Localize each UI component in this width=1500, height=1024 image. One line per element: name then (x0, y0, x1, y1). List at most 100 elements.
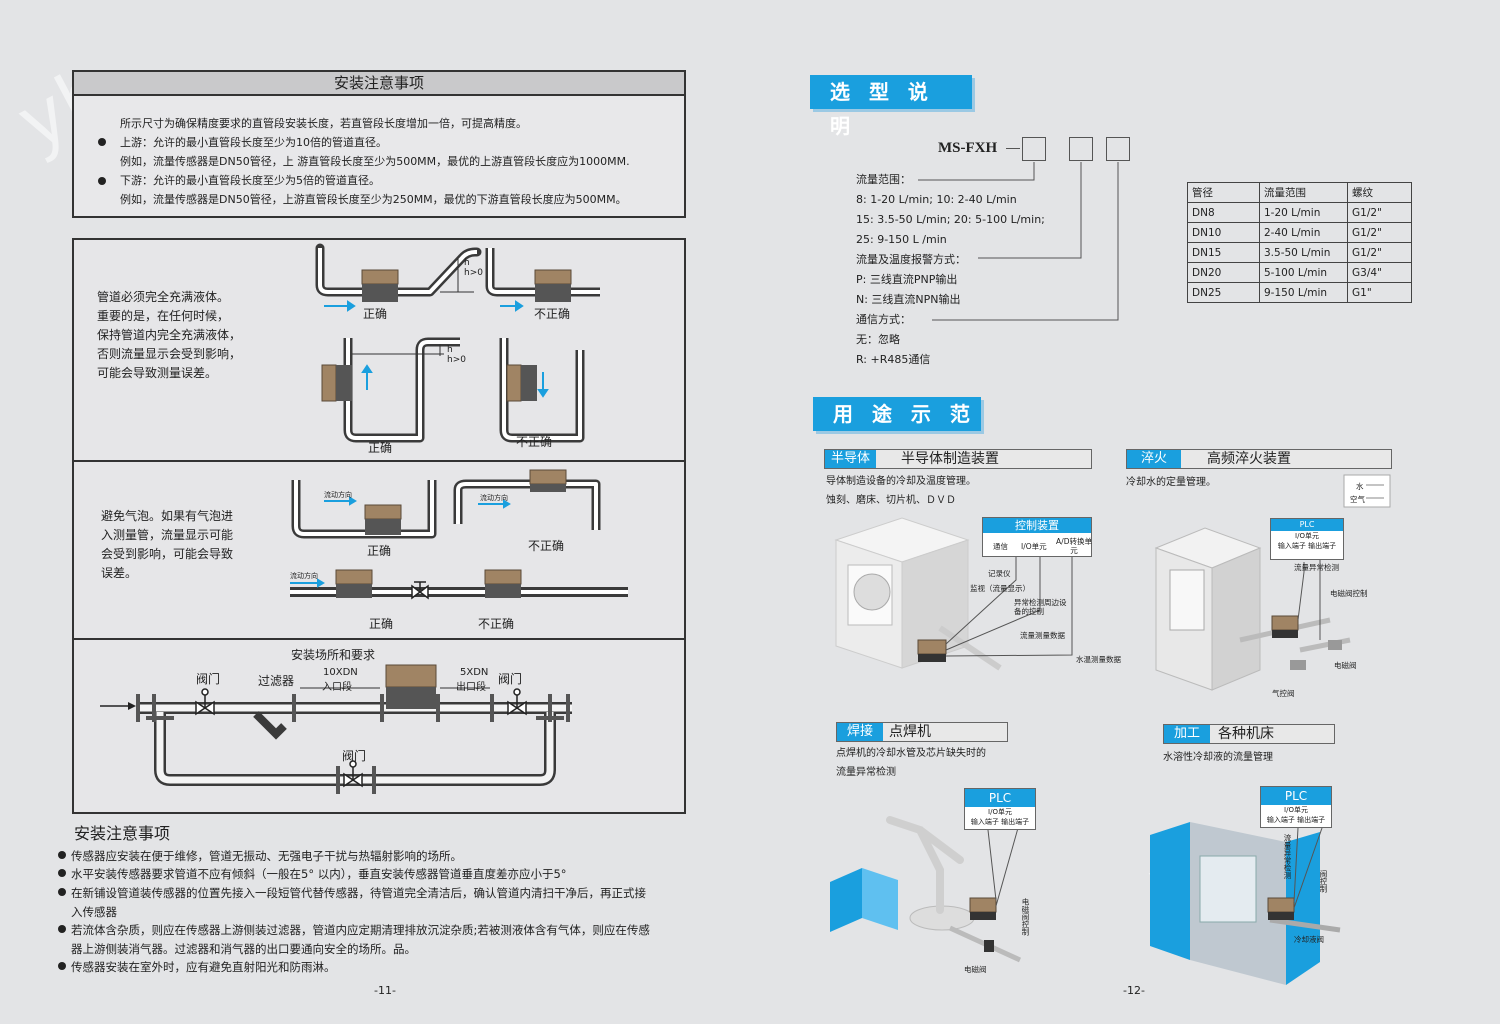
app-desc: 水溶性冷却液的流量管理 (1163, 752, 1273, 763)
h-cond: h>0 (464, 268, 483, 278)
bullet (58, 962, 66, 970)
label-correct: 正确 (367, 544, 392, 558)
bullet (98, 177, 106, 185)
table-header-row: 管径 流量范围 螺纹 (1187, 182, 1412, 203)
section2-line: 避免气泡。如果有气泡进 (101, 509, 234, 523)
app-name: 点焊机 (889, 724, 931, 740)
air-legend: 空气 (1350, 495, 1365, 504)
flow-direction: 流动方向 (324, 491, 352, 499)
spec-line: 无：忽略 (856, 333, 900, 346)
divider (72, 638, 686, 640)
table-cell: 9-150 L/min (1259, 282, 1348, 303)
temp-data-label: 水温测量数据 (1076, 655, 1121, 664)
air-valve-label: 气控阀 (1272, 689, 1295, 698)
app-header-weld: 焊接 点焊机 (836, 722, 1008, 742)
terminals: 输入端子 输出端子 (1271, 541, 1343, 551)
spec-line: 8: 1-20 L/min; 10: 2-40 L/min (856, 193, 1017, 206)
outlet-length: 5XDN (460, 667, 489, 678)
table-cell: 1-20 L/min (1259, 202, 1348, 223)
label-incorrect: 不正确 (516, 435, 553, 449)
outlet-segment: 出口段 (456, 682, 486, 693)
plc-title: PLC (1261, 787, 1331, 805)
label-incorrect: 不正确 (534, 307, 571, 321)
section2-line: 误差。 (101, 566, 138, 580)
note-line: 上游：允许的最小直管段长度至少为10倍的管道直径。 (120, 136, 387, 149)
flow-abnormal-label: 流量异常检测 (1294, 563, 1339, 572)
h-cond: h>0 (447, 355, 466, 365)
note-line: 下游：允许的最小直管段长度至少为5倍的管道直径。 (120, 174, 380, 187)
note-line: 例如，流量传感器是DN50管径，上 游直管段长度至少为500MM，最优的上游直管… (120, 155, 630, 168)
bottom-note: 传感器应安装在便于维修，管道无振动、无强电子干扰与热辐射影响的场所。 (58, 847, 462, 866)
label-incorrect: 不正确 (528, 539, 565, 553)
bottom-note-text: 在新铺设管道装传感器的位置先接入一段短管代替传感器，待管道完全清洁后，确认管道内… (71, 886, 646, 900)
output-terminal: 输出端子 (1297, 816, 1326, 824)
app-desc: 蚀刻、磨床、切片机、ＤＶＤ (826, 495, 956, 506)
section1-line: 否则流量显示会受到影响， (97, 347, 242, 361)
bottom-note-text: 若流体含杂质，则应在传感器上游侧装过滤器，管道内应定期清理排放沉淀杂质;若被测液… (71, 923, 650, 937)
code-box (1022, 137, 1046, 161)
install-notes-title: 安装注意事项 (74, 72, 684, 96)
flow-direction: 流动方向 (480, 494, 508, 502)
app-name: 高频淬火装置 (1207, 451, 1291, 467)
valve-control-label: 阀控制 (1319, 870, 1328, 893)
water-legend: 水 (1356, 482, 1364, 491)
app-tag: 淬火 (1127, 450, 1182, 468)
app-tag: 焊接 (837, 723, 884, 741)
label-incorrect: 不正确 (478, 617, 515, 631)
bullet (58, 925, 66, 933)
io-unit: I/O单元 (988, 808, 1012, 816)
control-device-panel: 控制装置 (982, 517, 1092, 557)
solenoid-control-label: 电磁阀控制 (1330, 589, 1368, 598)
valve-label: 阀门 (196, 672, 221, 686)
h-label: h (464, 258, 470, 268)
input-terminal: 输入端子 (1266, 816, 1295, 824)
app-header-quench: 淬火 高频淬火装置 (1126, 449, 1392, 469)
label-correct: 正确 (363, 307, 388, 321)
bullet (58, 851, 66, 859)
flow-direction: 流动方向 (290, 572, 318, 580)
spec-line: P: 三线直流PNP输出 (856, 273, 958, 286)
table-cell: 5-100 L/min (1259, 262, 1348, 283)
output-terminal: 输出端子 (1308, 542, 1337, 550)
comm-label: 通信 (993, 542, 1008, 551)
abnormal-label: 异常检测周边设备的控制 (1014, 598, 1067, 616)
plc-panel: PLC I/O单元 输入端子 输出端子 (1260, 786, 1332, 828)
table-header: 螺纹 (1347, 182, 1412, 203)
label-correct: 正确 (369, 617, 394, 631)
section1-line: 保持管道内完全充满液体， (97, 328, 242, 342)
bottom-note: 在新铺设管道装传感器的位置先接入一段短管代替传感器，待管道完全清洁后，确认管道内… (58, 884, 646, 903)
filter-label: 过滤器 (258, 674, 295, 688)
bullet (58, 888, 66, 896)
bottom-note-text: 水平安装传感器要求管道不应有倾斜（一般在5° 以内），垂直安装传感器管道垂直度差… (71, 867, 567, 881)
bottom-note: 水平安装传感器要求管道不应有倾斜（一般在5° 以内），垂直安装传感器管道垂直度差… (58, 865, 567, 884)
spec-line: 流量范围： (856, 173, 911, 186)
plc-title: PLC (1271, 519, 1343, 531)
spec-line: 15: 3.5-50 L/min; 20: 5-100 L/min; (856, 213, 1045, 226)
table-cell: G1" (1347, 282, 1412, 303)
bottom-note-text: 传感器安装在室外时，应有避免直射阳光和防雨淋。 (71, 960, 336, 974)
bullet (98, 138, 106, 146)
spec-line: N: 三线直流NPN输出 (856, 293, 961, 306)
app-header-machine: 加工 各种机床 (1163, 724, 1335, 744)
dash (1006, 148, 1020, 149)
spec-line: R: +R485通信 (856, 353, 931, 366)
ad-label: A/D转换单元 (1056, 537, 1092, 555)
note-line: 例如，流量传感器是DN50管径，上游直管段长度至少为250MM，最优的下游直管段… (120, 193, 627, 206)
plc-title: PLC (965, 789, 1035, 807)
table-cell: G3/4" (1347, 262, 1412, 283)
selection-banner: 选 型 说 明 (810, 75, 972, 138)
section1-line: 管道必须完全充满液体。 (97, 290, 230, 304)
section1-line: 可能会导致测量误差。 (97, 366, 218, 380)
app-tag: 半导体 (825, 450, 877, 468)
flow-data-label: 流量测量数据 (1020, 631, 1065, 640)
recorder-label: 记录仪 (988, 569, 1011, 578)
io-unit-label: I/O单元 (1021, 542, 1047, 551)
io-unit: I/O单元 (1295, 532, 1319, 540)
flow-abnormal-label: 流量异常检测 (1283, 834, 1292, 879)
app-header-semiconductor: 半导体 半导体制造装置 (824, 449, 1092, 469)
